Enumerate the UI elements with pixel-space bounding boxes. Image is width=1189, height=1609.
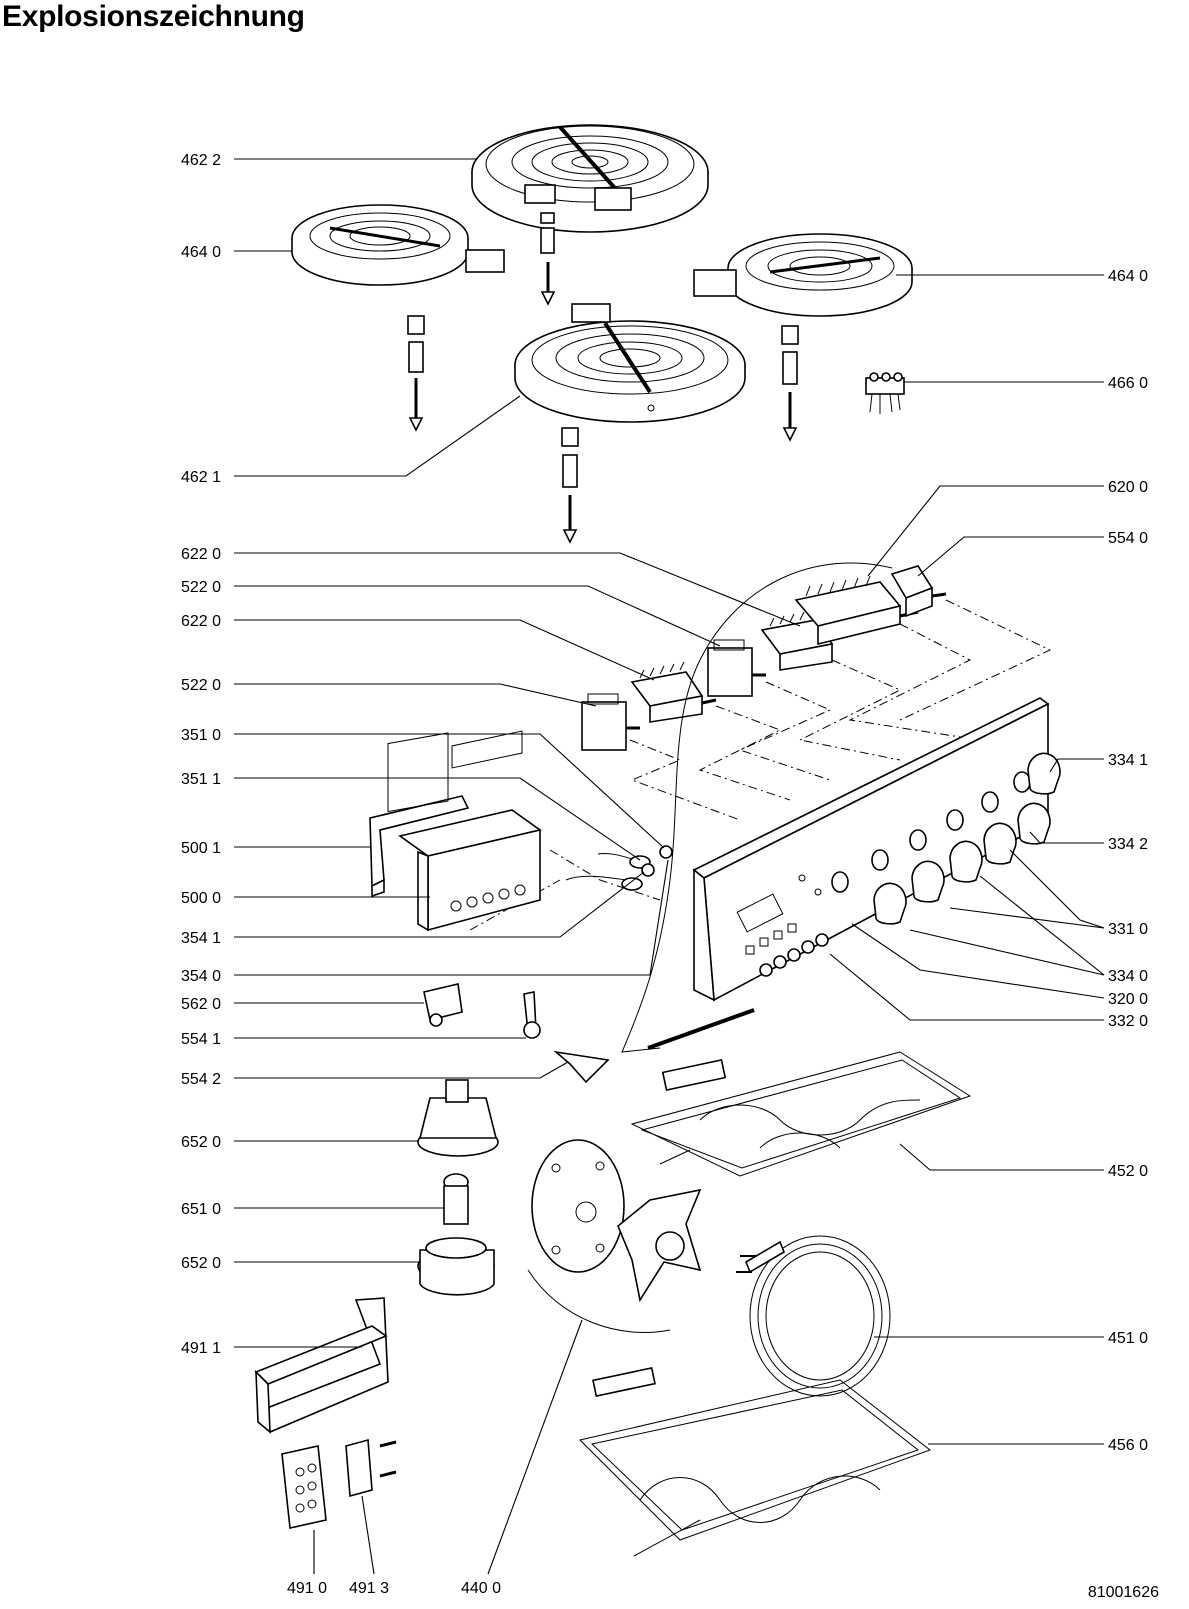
label-6520-b: 652 0 [181,1255,221,1272]
small-parts [423,983,755,1084]
label-6220-b: 622 0 [181,613,221,630]
part-labels: 462 2 464 0 464 0 466 0 462 1 620 0 554 … [181,152,1148,1597]
label-4520: 452 0 [1108,1163,1148,1180]
control-panel [692,697,1050,1002]
label-3342: 334 2 [1108,836,1148,853]
thermostat-5540 [890,565,947,618]
label-4510: 451 0 [1108,1330,1148,1347]
label-5542: 554 2 [181,1071,221,1088]
label-3341: 334 1 [1108,752,1148,769]
oven-lamp-assembly [417,1079,499,1296]
leader-lines [234,158,1105,1575]
document-number: 81001626 [1087,1584,1159,1601]
label-4911: 491 1 [181,1340,221,1357]
label-3540: 354 0 [181,968,221,985]
energy-regulator-5220-lower [581,693,640,751]
hotplate-4622 [471,124,709,233]
ring-element-4510 [736,1235,891,1397]
clock-timer-5000 [398,730,542,932]
label-3541: 354 1 [181,930,221,947]
terminal-block-4910 [281,1445,327,1529]
capillary-tube [621,562,893,1053]
label-3510: 351 0 [181,727,221,744]
label-5541: 554 1 [181,1031,221,1048]
fan-motor-4400 [527,1139,702,1333]
knobs [873,752,1061,925]
label-3200: 320 0 [1108,991,1148,1008]
grill-element-4520 [630,1051,972,1177]
hotplate-4640-right [693,233,913,317]
label-4640-right: 464 0 [1108,268,1148,285]
label-4400: 440 0 [461,1580,501,1597]
energy-regulator-5220-upper [707,639,766,697]
label-6510: 651 0 [181,1201,221,1218]
bottom-element-4560 [579,1366,932,1557]
label-5000: 500 0 [181,890,221,907]
label-5220-b: 522 0 [181,677,221,694]
switch-6220-lower [630,661,717,723]
label-6220-a: 622 0 [181,546,221,563]
selector-switch-6200 [794,575,919,646]
spacer-screw-set [407,212,799,544]
label-4622: 462 2 [181,152,221,169]
label-6520-a: 652 0 [181,1134,221,1151]
label-3511: 351 1 [181,771,221,788]
connector-4660 [865,372,905,414]
indicator-lamps [565,845,673,891]
label-5620: 562 0 [181,996,221,1013]
label-4910: 491 0 [287,1580,327,1597]
label-4913: 491 3 [349,1580,389,1597]
page-title: Explosionszeichnung [2,0,305,33]
label-5540: 554 0 [1108,530,1148,547]
hotplate-4621 [514,303,746,423]
hotplate-4640-left [291,204,505,286]
label-4660: 466 0 [1108,375,1148,392]
label-5220-a: 522 0 [181,579,221,596]
bracket-4911 [254,1297,389,1434]
switch-6220-upper [760,609,834,671]
label-4560: 456 0 [1108,1437,1148,1454]
label-5001: 500 1 [181,840,221,857]
push-buttons [745,923,829,977]
label-4621: 462 1 [181,469,221,486]
label-3320: 332 0 [1108,1013,1148,1030]
label-3310: 331 0 [1108,921,1148,938]
terminal-clamp-4913 [345,1438,397,1498]
label-4640-left: 464 0 [181,244,221,261]
label-3340: 334 0 [1108,968,1148,985]
label-6200: 620 0 [1108,479,1148,496]
